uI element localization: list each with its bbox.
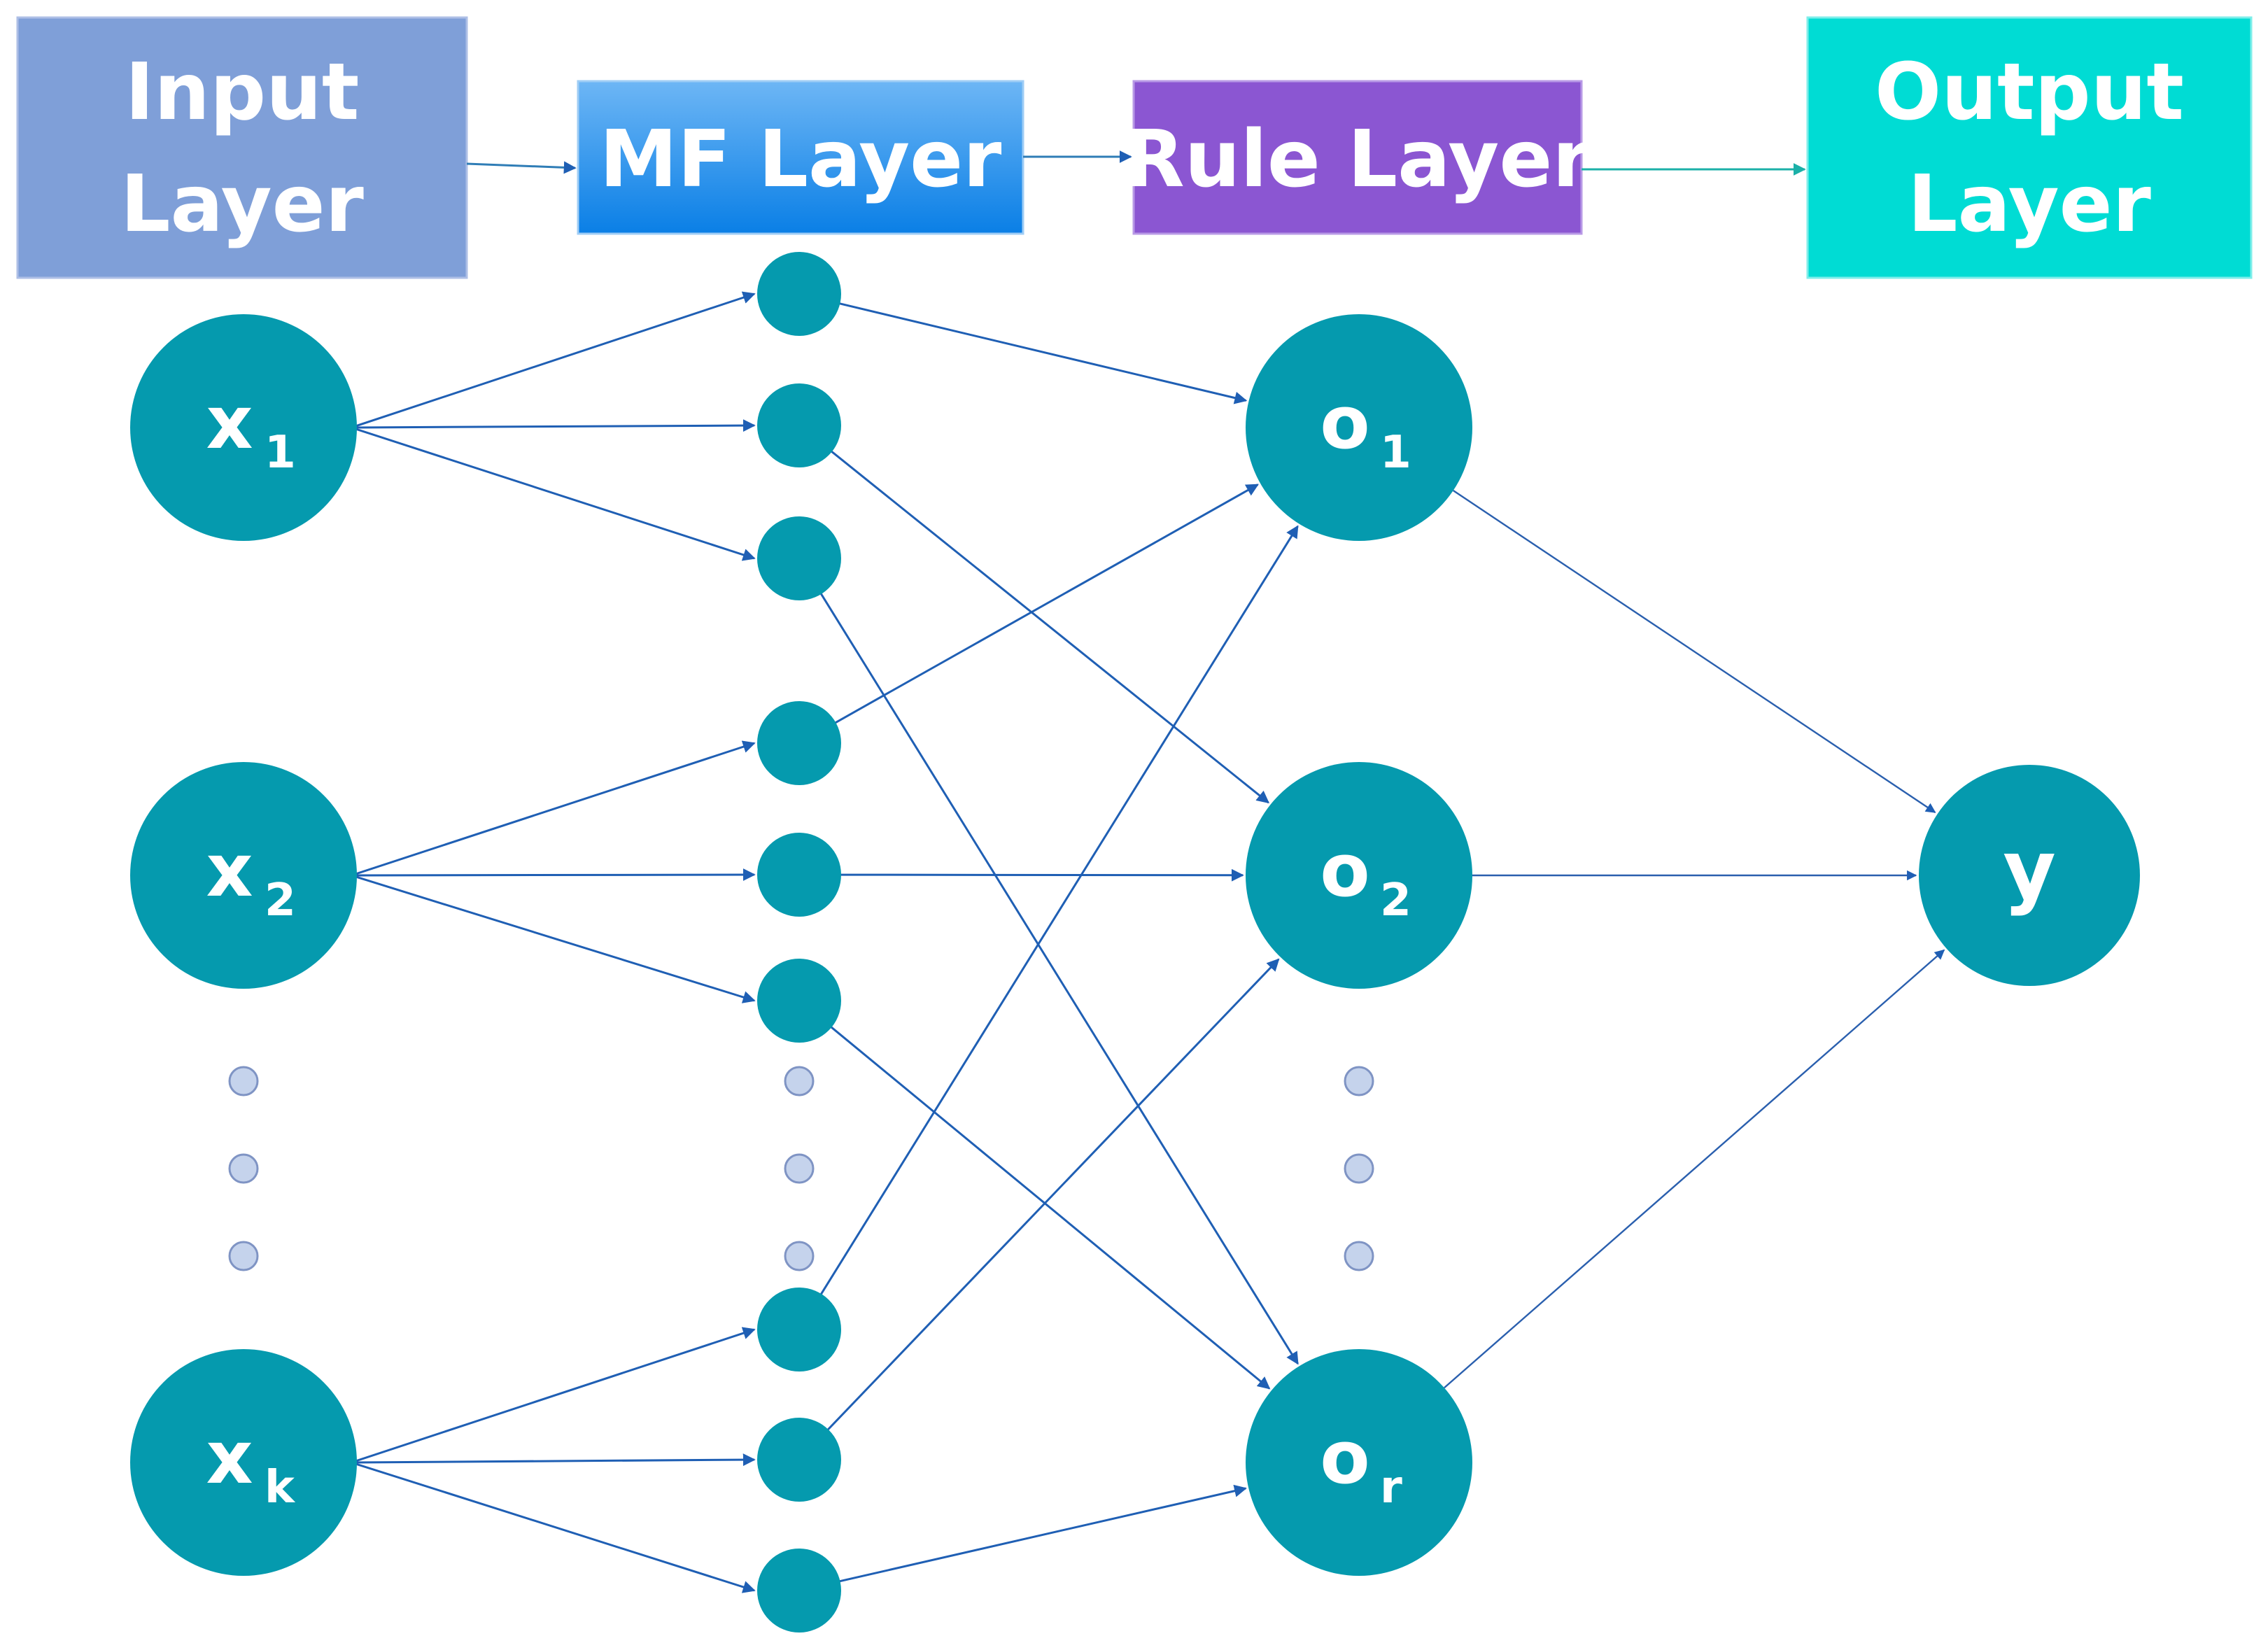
mf-node-circle xyxy=(757,1549,841,1633)
edge-input-mf xyxy=(351,1461,756,1593)
edge-mf-rule xyxy=(838,302,1248,404)
edge-input-mf xyxy=(351,291,756,429)
edge-mf-rule xyxy=(826,958,1280,1432)
mf-node-circle xyxy=(757,252,841,336)
mf-ellipsis xyxy=(784,1066,815,1271)
input-node-k-circle xyxy=(130,1349,357,1576)
rule-node-2-label: o xyxy=(1320,828,1369,913)
mf-node-circle xyxy=(757,701,841,785)
edge-input-mf xyxy=(351,419,756,432)
rule-node-r-subscript: r xyxy=(1380,1461,1402,1514)
rule-node-2-circle xyxy=(1246,762,1472,989)
edge-input-mf xyxy=(351,426,756,561)
mf-node-circle xyxy=(757,1288,841,1372)
mf-node xyxy=(757,1549,841,1633)
mf-node-circle xyxy=(757,383,841,467)
input-node-k-label: x xyxy=(206,1415,253,1500)
output-layer-label-line1: Output xyxy=(1875,47,2184,138)
header-arrow-input-mf xyxy=(466,161,577,174)
input-node-1-label: x xyxy=(206,380,253,465)
mf-layer-label: MF Layer xyxy=(600,114,1002,205)
rule-ellipsis xyxy=(1344,1066,1374,1271)
mf-node xyxy=(757,959,841,1043)
input-layer-header: Input Layer xyxy=(16,16,468,279)
input-node-2-label: x xyxy=(206,828,253,913)
mf-node-circle xyxy=(757,1418,841,1502)
mf-node xyxy=(757,701,841,785)
mf-node xyxy=(757,383,841,467)
output-node-y: y xyxy=(1919,765,2140,986)
input-layer-label-line1: Input xyxy=(125,47,360,138)
input-node-k-subscript: k xyxy=(265,1461,296,1514)
mf-node xyxy=(757,516,841,600)
rule-node-2-subscript: 2 xyxy=(1380,874,1411,926)
rule-node-1-label: o xyxy=(1320,380,1369,465)
edge-mf-rule xyxy=(819,592,1299,1365)
output-layer-label-line2: Layer xyxy=(1908,159,2151,250)
input-node-2-circle xyxy=(130,762,357,989)
input-node-1-circle xyxy=(130,314,357,541)
mf-node-circle xyxy=(757,516,841,600)
rule-node-r-circle xyxy=(1246,1349,1472,1576)
edge-input-mf xyxy=(351,874,756,1003)
mf-layer-header: MF Layer xyxy=(577,80,1024,235)
input-node-1-subscript: 1 xyxy=(265,426,296,479)
mf-node xyxy=(757,252,841,336)
output-layer-header: Output Layer xyxy=(1806,16,2253,279)
output-node-y-circle xyxy=(1919,765,2140,986)
input-ellipsis xyxy=(228,1066,259,1271)
edge-input-mf xyxy=(351,1453,756,1467)
connection-edges xyxy=(351,291,1945,1593)
rule-node-1-subscript: 1 xyxy=(1380,426,1411,479)
mf-node xyxy=(757,833,841,917)
edge-mf-rule xyxy=(830,450,1270,804)
edge-input-mf xyxy=(351,1327,756,1464)
edge-input-mf xyxy=(351,740,756,877)
edge-rule-output xyxy=(1444,949,1945,1389)
rule-node-r-label: o xyxy=(1320,1415,1369,1500)
rule-node-1-circle xyxy=(1246,314,1472,541)
rule-layer-label: Rule Layer xyxy=(1124,114,1591,205)
mf-node xyxy=(757,1418,841,1502)
mf-node xyxy=(757,1288,841,1372)
rule-layer-header: Rule Layer xyxy=(1124,80,1591,235)
input-node-2-subscript: 2 xyxy=(265,874,296,926)
mf-node-circle xyxy=(757,959,841,1043)
edge-mf-rule xyxy=(838,1484,1247,1583)
mf-node-circle xyxy=(757,833,841,917)
input-layer-label-line2: Layer xyxy=(120,159,364,250)
edge-mf-rule xyxy=(829,1025,1271,1390)
edge-rule-output xyxy=(1453,489,1936,814)
output-node-y-label: y xyxy=(2003,823,2056,917)
edge-mf-rule xyxy=(833,484,1259,724)
edge-mf-rule xyxy=(819,525,1299,1296)
